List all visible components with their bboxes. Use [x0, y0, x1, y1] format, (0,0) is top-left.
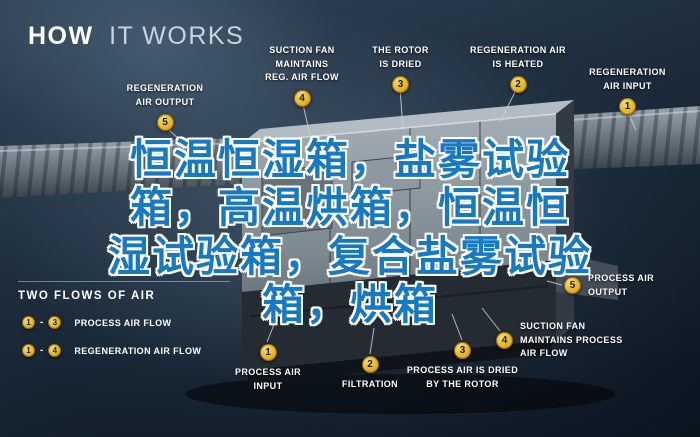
legend-divider: [18, 281, 230, 282]
badge-4: 4: [293, 89, 311, 107]
legend-heading: TWO FLOWS OF AIR: [18, 290, 156, 302]
title-word-it-works: IT WORKS: [109, 22, 245, 50]
callout-regeneration-air-heated: REGENERATION AIR IS HEATED 2: [462, 44, 574, 93]
legend-flow-label: REGENERATION AIR FLOW: [74, 345, 202, 356]
badge-5: 5: [156, 114, 174, 131]
legend-flow-label: PROCESS AIR FLOW: [74, 317, 172, 328]
machine-body: [241, 100, 618, 384]
legend-flow-process-air: 1 - 3 PROCESS AIR FLOW: [22, 316, 171, 329]
badge-1: 1: [22, 316, 35, 329]
callout-label: PROCESS AIR INPUT: [234, 367, 302, 391]
callout-suction-fan-reg-air: SUCTION FAN MAINTAINS REG. AIR FLOW 4: [252, 44, 352, 107]
range-dash: -: [40, 345, 44, 356]
badge-2: 2: [509, 76, 527, 93]
callout-label: FILTRATION: [341, 379, 399, 389]
badge-1: 1: [22, 344, 35, 357]
callout-rotor-is-dried: THE ROTOR IS DRIED 3: [358, 44, 443, 93]
badge-1: 1: [619, 98, 636, 115]
badge-3: 3: [48, 316, 62, 329]
left-duct-pipe: [0, 138, 243, 198]
title-word-how: HOW: [28, 22, 94, 50]
callout-label: THE ROTOR IS DRIED: [372, 45, 429, 69]
callout-label: SUCTION FAN MAINTAINS REG. AIR FLOW: [265, 45, 339, 82]
callout-label: REGENERATION AIR OUTPUT: [126, 83, 204, 107]
callout-label: PROCESS AIR OUTPUT: [588, 273, 655, 297]
callout-regeneration-air-input: REGENERATION AIR INPUT 1: [580, 66, 675, 115]
badge-3: 3: [454, 342, 471, 359]
badge-1: 1: [259, 344, 277, 361]
range-dash: -: [40, 317, 44, 328]
badge-5: 5: [564, 277, 581, 294]
legend-flow-regeneration-air: 1 - 4 REGENERATION AIR FLOW: [22, 344, 201, 357]
badge-4: 4: [48, 344, 62, 357]
callout-filtration: 2 FILTRATION: [330, 356, 410, 392]
watermark-line: 箱，烘箱: [261, 279, 438, 329]
callout-label: REGENERATION AIR IS HEATED: [470, 45, 566, 69]
callout-process-air-input: 1 PROCESS AIR INPUT: [232, 344, 304, 393]
floor-shadow: [185, 374, 615, 414]
callout-process-air-output: 5 PROCESS AIR OUTPUT: [564, 272, 654, 299]
callout-label: PROCESS AIR IS DRIED BY THE ROTOR: [406, 365, 519, 389]
callout-suction-fan-process-air: 4 SUCTION FAN MAINTAINS PROCESS AIR FLOW: [496, 320, 623, 361]
page-title: HOW IT WORKS: [28, 22, 244, 51]
watermark-line: 箱，高温烘箱，恒温恒: [129, 183, 570, 233]
callout-label: SUCTION FAN MAINTAINS PROCESS AIR FLOW: [520, 321, 623, 358]
callout-process-air-dried-by-rotor: 3 PROCESS AIR IS DRIED BY THE ROTOR: [400, 342, 525, 391]
right-duct-pipe: [555, 106, 700, 170]
callout-regeneration-air-output: REGENERATION AIR OUTPUT 5: [110, 82, 220, 131]
watermark-text: 恒温恒湿箱，盐雾试验 箱，高温烘箱，恒温恒 湿试验箱，复合盐雾试验 箱，烘箱: [0, 135, 700, 329]
watermark-line: 湿试验箱，复合盐雾试验: [107, 231, 592, 281]
badge-2: 2: [361, 356, 379, 373]
badge-4: 4: [496, 331, 513, 349]
badge-3: 3: [392, 76, 409, 93]
watermark-line: 恒温恒湿箱，盐雾试验: [129, 135, 570, 184]
callout-label: REGENERATION AIR INPUT: [589, 67, 666, 91]
